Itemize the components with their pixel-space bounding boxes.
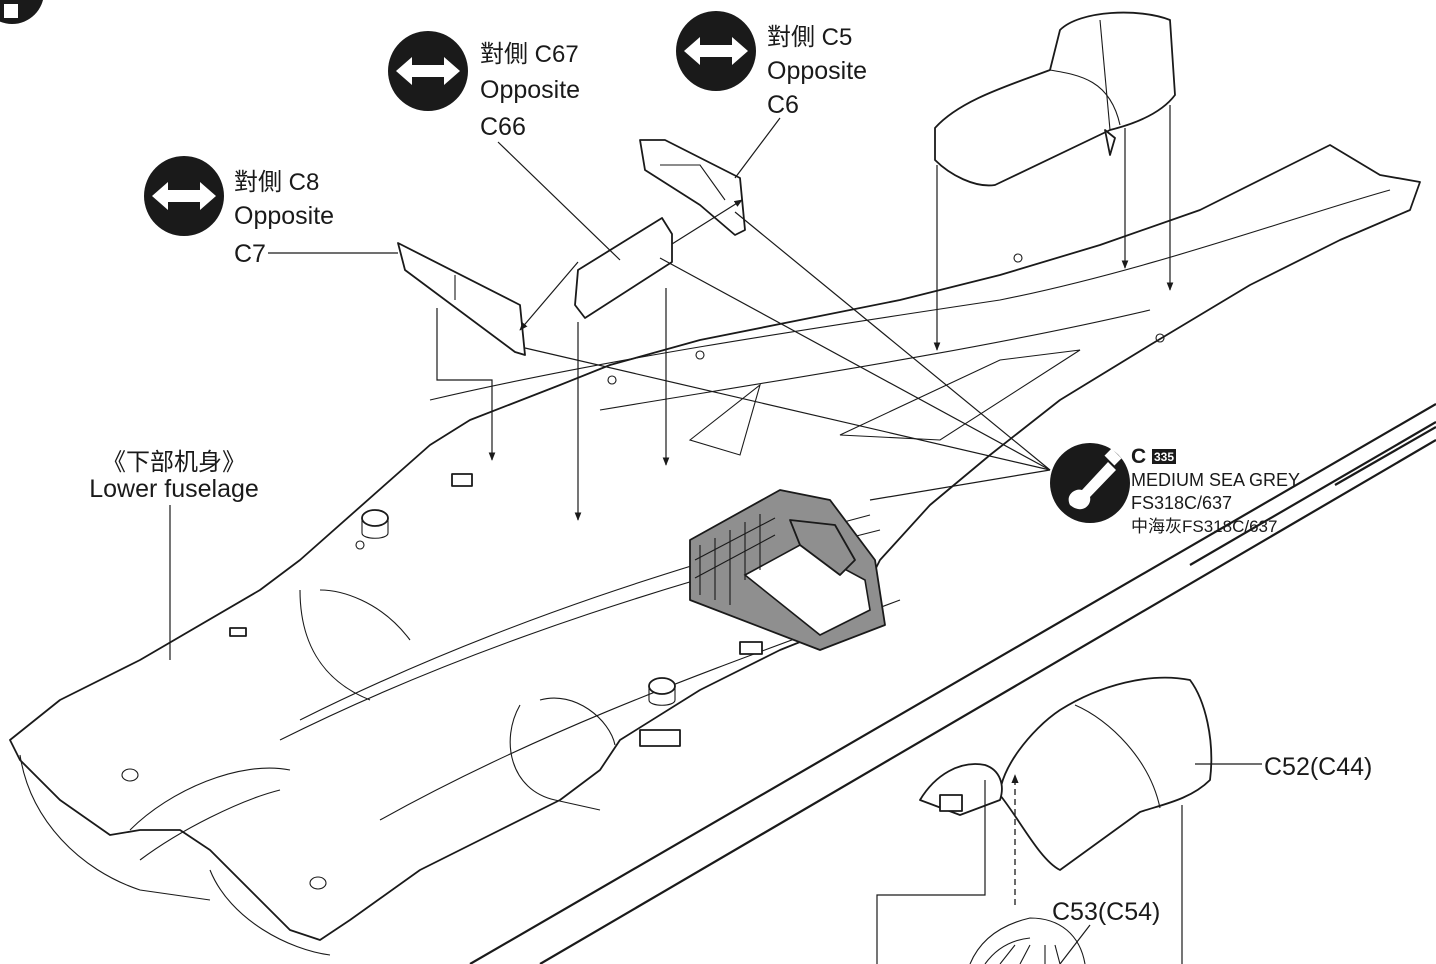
c52-label: C52(C44)	[1264, 753, 1372, 781]
double-arrow-icon	[676, 11, 756, 91]
paint-code-letter: C	[1131, 445, 1146, 468]
cockpit-tub-grey	[689, 489, 886, 651]
c8-cn-label: 對側 C8	[234, 169, 319, 196]
paint-fs: FS318C/637	[1131, 493, 1232, 513]
opposite-c5-callout: 對側 C5 Opposite C6	[676, 11, 867, 179]
part-spine-hump	[934, 11, 1176, 187]
opposite-c67-callout: 對側 C67 Opposite C66	[388, 31, 621, 261]
paintbrush-icon	[1050, 443, 1130, 523]
part-c66	[574, 217, 673, 319]
assembly-arrows	[436, 105, 1174, 521]
c5-en-label: Opposite	[767, 57, 867, 85]
double-arrow-icon	[144, 156, 224, 236]
paint-cn: 中海灰FS318C/637	[1131, 517, 1277, 536]
opposite-c8-callout: 對側 C8 Opposite C7	[144, 156, 398, 268]
c8-en-label: Opposite	[234, 202, 334, 230]
c6-label: C6	[767, 91, 799, 119]
paint-callout: C 335 MEDIUM SEA GREY FS318C/637 中海灰FS31…	[1050, 443, 1300, 536]
c5-cn-label: 對側 C5	[767, 24, 852, 51]
c67-en-label: Opposite	[480, 76, 580, 104]
part-c53-fan	[969, 917, 1086, 964]
c52-leader	[876, 763, 1262, 964]
part-c7	[397, 242, 526, 356]
c66-label: C66	[480, 113, 526, 141]
c7-label: C7	[234, 240, 266, 268]
c53-label: C53(C54)	[1052, 898, 1160, 926]
lower-fuselage-en: Lower fuselage	[89, 475, 259, 503]
lower-fuselage-label: 《下部机身》 Lower fuselage	[89, 449, 259, 660]
paint-code-box	[1152, 449, 1176, 464]
step-number-icon	[0, 0, 43, 24]
paint-name: MEDIUM SEA GREY	[1131, 470, 1300, 490]
lower-fuselage-cn: 《下部机身》	[102, 449, 246, 476]
part-c6	[639, 139, 746, 236]
c67-cn-label: 對側 C67	[480, 41, 579, 68]
paint-code-number: 335	[1154, 450, 1174, 464]
double-arrow-icon	[388, 31, 468, 111]
section-divider	[469, 403, 1436, 964]
part-c52-shroud	[919, 676, 1213, 871]
